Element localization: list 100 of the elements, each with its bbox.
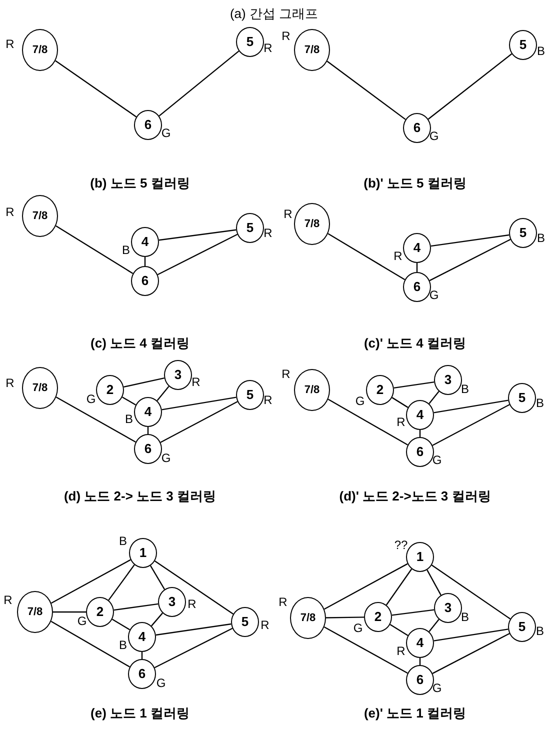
color-label: R xyxy=(396,645,406,657)
graph-node-circle: 7/8 xyxy=(17,591,53,633)
graph-node-circle: 4 xyxy=(134,397,162,427)
graph-node-circle: 1 xyxy=(406,542,434,572)
graph-node-circle: 5 xyxy=(236,27,264,57)
color-label: ?? xyxy=(394,539,408,551)
graph-node-circle: 7/8 xyxy=(22,29,58,71)
color-label: R xyxy=(192,376,200,388)
graph-edge xyxy=(112,618,130,630)
graph-edge xyxy=(431,564,511,620)
graph-edge xyxy=(157,234,238,276)
color-label: R xyxy=(396,416,406,428)
graph-edge xyxy=(156,386,170,402)
graph-node-circle: 6 xyxy=(134,110,162,140)
graph-node-circle: 2 xyxy=(366,375,394,405)
graph-node-circle: 6 xyxy=(403,113,431,143)
graph-edge xyxy=(56,225,134,274)
graph-edge xyxy=(53,611,86,613)
graph-node-circle: 2 xyxy=(96,375,124,405)
graph-edge xyxy=(390,624,408,636)
graph-edge xyxy=(324,563,408,610)
graph-edge xyxy=(162,396,236,410)
graph-node-circle: 5 xyxy=(236,380,264,410)
graph-edge xyxy=(50,620,130,668)
graph-node-circle: 6 xyxy=(134,434,162,464)
color-label: R xyxy=(264,227,272,239)
color-label: R xyxy=(284,208,292,220)
panel-caption: (b)' 노드 5 컬러링 xyxy=(364,174,466,192)
graph-edge xyxy=(158,229,236,241)
graph-node-circle: 2 xyxy=(364,602,392,632)
graph-edge xyxy=(432,404,510,446)
color-label: B xyxy=(119,639,127,651)
color-label: R xyxy=(264,42,272,54)
graph-edge xyxy=(326,616,364,618)
graph-edge xyxy=(430,234,510,247)
graph-node-circle: 3 xyxy=(434,365,462,395)
color-label: B xyxy=(537,232,545,244)
graph-edge xyxy=(122,396,136,406)
color-label: G xyxy=(86,393,96,405)
color-label: R xyxy=(6,206,14,218)
graph-node-circle: 6 xyxy=(406,437,434,467)
graph-edge xyxy=(392,609,434,616)
diagram-title: (a) 간섭 그래프 xyxy=(228,5,320,23)
color-label: G xyxy=(432,682,442,694)
color-label: R xyxy=(188,598,196,610)
graph-edge xyxy=(394,381,434,389)
color-label: G xyxy=(355,395,365,407)
color-label: R xyxy=(4,594,12,606)
color-label: B xyxy=(537,45,545,57)
graph-node-circle: 5 xyxy=(509,218,537,248)
graph-node-circle: 1 xyxy=(129,538,157,568)
graph-node-circle: 5 xyxy=(236,213,264,243)
graph-node-circle: 7/8 xyxy=(294,369,330,411)
graph-node-circle: 6 xyxy=(128,659,156,689)
color-label: G xyxy=(161,452,171,464)
graph-node-circle: 4 xyxy=(406,400,434,430)
graph-edge xyxy=(108,564,135,601)
graph-node-circle: 7/8 xyxy=(290,597,326,639)
graph-node-circle: 5 xyxy=(231,607,259,637)
graph-node-circle: 5 xyxy=(508,383,536,413)
graph-edge xyxy=(156,623,232,636)
graph-node-circle: 6 xyxy=(406,665,434,695)
graph-edge xyxy=(426,570,442,596)
color-label: G xyxy=(77,615,87,627)
color-label: G xyxy=(429,130,439,142)
panel-caption: (c) 노드 4 컬러링 xyxy=(90,334,190,352)
graph-edge xyxy=(432,633,510,674)
graph-edge xyxy=(434,628,508,642)
graph-node-circle: 6 xyxy=(131,266,159,296)
graph-node-circle: 7/8 xyxy=(294,29,330,71)
panel-caption: (d) 노드 2-> 노드 3 컬러링 xyxy=(64,487,216,506)
graph-edge xyxy=(154,628,233,668)
graph-edge xyxy=(114,603,158,611)
graph-edge xyxy=(428,619,440,632)
graph-edge xyxy=(429,238,511,282)
graph-edge xyxy=(124,377,164,388)
panel-caption: (e)' 노드 1 컬러링 xyxy=(364,704,466,722)
color-label: G xyxy=(353,622,363,634)
graph-edge xyxy=(428,391,440,404)
color-label: R xyxy=(282,368,290,380)
graph-edge xyxy=(151,612,163,626)
graph-node-circle: 3 xyxy=(164,360,192,390)
graph-node-circle: 3 xyxy=(158,587,186,617)
panel-caption: (d)' 노드 2->노드 3 컬러링 xyxy=(339,487,491,506)
color-label: B xyxy=(119,535,127,547)
graph-node-circle: 5 xyxy=(508,612,536,642)
color-label: G xyxy=(432,454,442,466)
panel-caption: (e) 노드 1 컬러링 xyxy=(90,704,190,722)
panel-caption: (b) 노드 5 컬러링 xyxy=(90,174,190,192)
graph-edge xyxy=(158,50,240,116)
panel-caption: (c)' 노드 4 컬러링 xyxy=(364,334,466,352)
graph-edge xyxy=(328,398,408,446)
color-label: G xyxy=(156,677,166,689)
graph-edge xyxy=(154,560,234,614)
color-label: B xyxy=(122,244,130,256)
graph-edge xyxy=(324,626,408,674)
graph-edge xyxy=(51,559,131,604)
color-label: R xyxy=(6,377,14,389)
graph-edge xyxy=(160,401,238,443)
graph-edge xyxy=(386,568,412,606)
